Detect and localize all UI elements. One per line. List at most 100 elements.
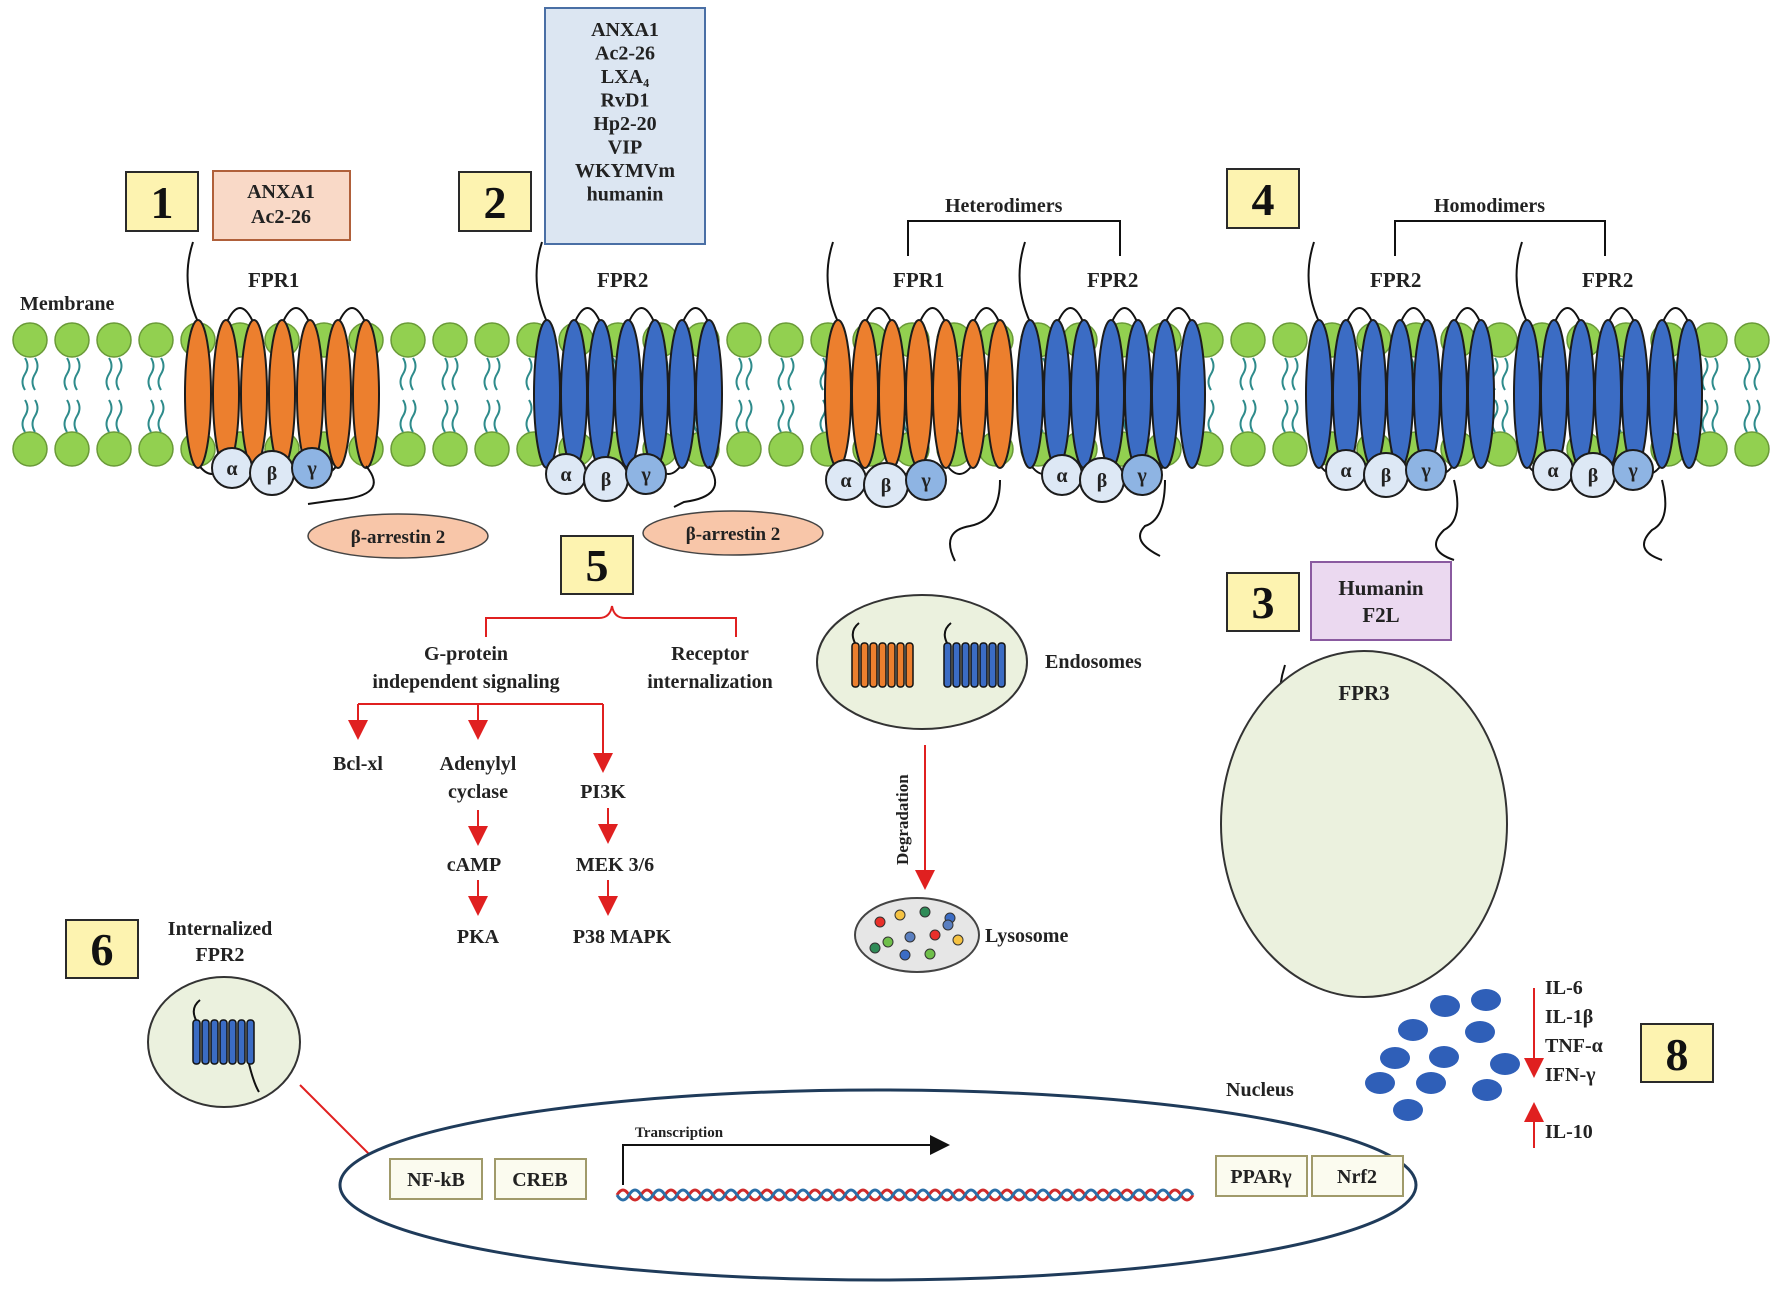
transmembrane-helix (905, 319, 933, 469)
cytokine-up-1: IL-10 (1545, 1121, 1593, 1143)
lipid-head-bottom (12, 431, 48, 467)
number-3-box: 3 (1226, 572, 1300, 632)
degradation-label: Degradation (893, 774, 912, 865)
c-terminus (1139, 479, 1166, 557)
coil-helix (970, 642, 979, 688)
fpr2-ligand-item: Hp2-20 (593, 113, 656, 135)
fpr3-ligand-box (1310, 561, 1452, 641)
mek-label: MEK 3/6 (576, 854, 654, 876)
transmembrane-helix (1016, 319, 1044, 469)
cytokine-particle (1430, 995, 1460, 1017)
transmembrane-helix (614, 319, 642, 469)
creb-box (494, 1158, 587, 1200)
lipid-tail-bottom (1249, 399, 1257, 433)
receptor-line2: internalization (647, 671, 773, 693)
cytokine-down-4: IFN-γ (1545, 1064, 1596, 1086)
alpha-label: α (1547, 460, 1558, 482)
n-terminus (186, 241, 199, 323)
number-6: 6 (91, 924, 114, 975)
p38-label: P38 MAPK (573, 926, 672, 948)
transmembrane-helix (1440, 319, 1468, 469)
cytokine-particle (1398, 1019, 1428, 1041)
lipid-head-top (1230, 322, 1266, 358)
lipid-tail-top (735, 357, 743, 391)
lipid-tail-top (1291, 357, 1299, 391)
beta-label: β (1588, 465, 1599, 487)
fpr2-ligand-list: ANXA1Ac2-26LXA₄RvD1Hp2-20VIPWKYMVmhumani… (575, 19, 675, 206)
gprotein-line2: independent signaling (372, 671, 559, 693)
lipid-tail-bottom (777, 399, 785, 433)
c-terminus (673, 465, 717, 508)
transmembrane-helix (851, 319, 879, 469)
lipid-head-top (96, 322, 132, 358)
dna-strand-blue (615, 1188, 1195, 1202)
lipid-tail-bottom (451, 399, 459, 433)
homo-fpr2-a-label: FPR2 (1370, 268, 1421, 292)
lysosome-particle (874, 916, 886, 928)
lipid-tail-top (777, 357, 785, 391)
lysosome-particle (904, 931, 916, 943)
transmembrane-helix (878, 319, 906, 469)
lipid-tail-bottom (525, 399, 533, 433)
coil-helix (228, 1019, 237, 1065)
extracellular-loop (681, 307, 710, 325)
pi3k-label: PI3K (580, 781, 626, 803)
lipid-tail-bottom (1239, 399, 1247, 433)
lipid-head-top (1272, 322, 1308, 358)
number-3: 3 (1252, 577, 1275, 628)
heterodimer-bracket (907, 220, 1121, 256)
coil-helix (201, 1019, 210, 1065)
homo-fpr2-b-label: FPR2 (1582, 268, 1633, 292)
lysosome-vesicle (854, 897, 980, 973)
lipid-head-top (138, 322, 174, 358)
cytokine-down-3: TNF-α (1545, 1035, 1603, 1057)
transmembrane-helix (1043, 319, 1071, 469)
cytokine-particle (1380, 1047, 1410, 1069)
transmembrane-helix (560, 319, 588, 469)
lipid-tail-top (1501, 357, 1509, 391)
gamma-label: γ (1420, 460, 1431, 482)
extracellular-loop (1453, 307, 1482, 325)
extracellular-loop (1345, 307, 1374, 325)
fpr3-ligand-2: F2L (1362, 603, 1399, 627)
c-terminus (307, 465, 375, 505)
internalized-line2: FPR2 (196, 944, 245, 966)
cytokine-down-2: IL-1β (1545, 1006, 1593, 1028)
lipid-tail-bottom (1753, 399, 1761, 433)
coil-helix (878, 642, 887, 688)
extracellular-loop (1553, 307, 1582, 325)
transcription-label: Transcription (635, 1125, 724, 1141)
coil-helix (905, 642, 914, 688)
lipid-tail-bottom (147, 399, 155, 433)
fpr2-ligand-item: LXA₄ (601, 66, 649, 88)
coil-helix (246, 1019, 255, 1065)
alpha-label: α (226, 458, 237, 480)
lipid-tail-top (409, 357, 417, 391)
coil-c-terminus (248, 1063, 260, 1093)
lysosome-particle (942, 919, 954, 931)
transmembrane-helix (641, 319, 669, 469)
n-terminus (535, 241, 548, 323)
extracellular-loop (225, 307, 255, 325)
lipid-head-top (726, 322, 762, 358)
g-gamma-subunit (291, 447, 333, 489)
nfkb-box (389, 1158, 483, 1200)
beta-label: β (881, 475, 892, 497)
lipid-tail-top (525, 357, 533, 391)
number-8-box: 8 (1640, 1023, 1714, 1083)
fpr2-ligand-item: WKYMVm (575, 160, 675, 182)
number-2-box: 2 (458, 171, 532, 232)
transmembrane-helix (296, 319, 324, 469)
ppar-box (1215, 1155, 1308, 1197)
transmembrane-helix (533, 319, 561, 469)
extracellular-loop (864, 307, 893, 325)
transmembrane-helix (1070, 319, 1098, 469)
lipid-tail-top (483, 357, 491, 391)
extracellular-loop (1661, 307, 1690, 325)
internalized-line1: Internalized (168, 918, 272, 940)
dna-helix (615, 1188, 1195, 1202)
transmembrane-helix (1097, 319, 1125, 469)
